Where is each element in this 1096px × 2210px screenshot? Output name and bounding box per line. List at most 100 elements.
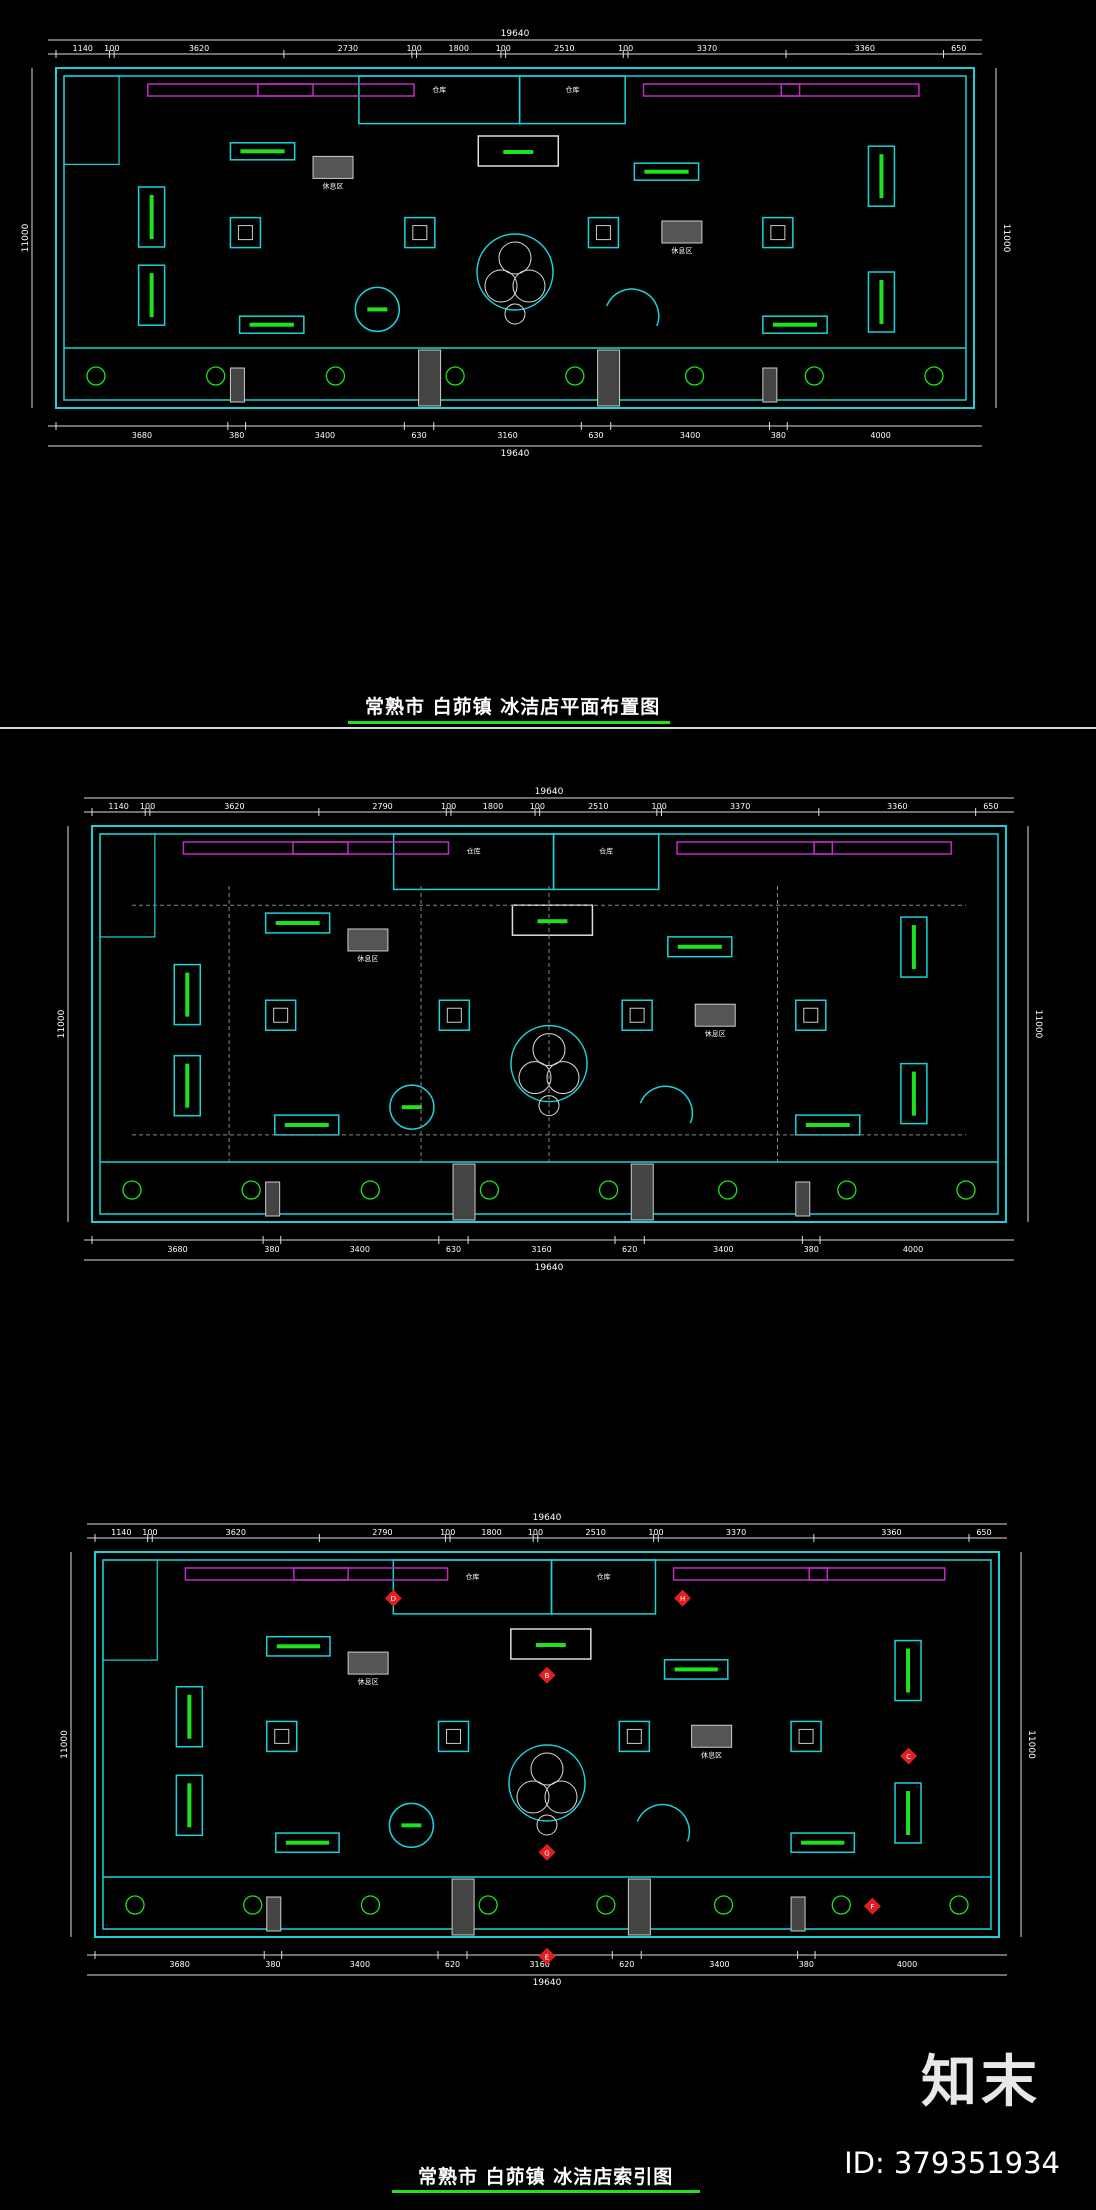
entrance-pillar <box>451 1878 475 1936</box>
index-marker-d <box>384 1589 402 1607</box>
display-table <box>266 1635 331 1657</box>
dim-bottom-value: 3160 <box>529 1960 549 1969</box>
display-table-top <box>249 322 294 327</box>
planter <box>596 1895 616 1915</box>
display-table <box>633 162 700 181</box>
dim-top-value: 100 <box>142 1528 157 1537</box>
square-pedestal <box>438 999 471 1031</box>
display-table <box>663 1659 729 1680</box>
display-table-top <box>275 921 320 926</box>
wall-display-rack <box>808 1567 946 1581</box>
dim-bottom-value: 380 <box>799 1960 814 1969</box>
plan-title-1-underline <box>348 721 670 724</box>
dim-bottom-total: 19640 <box>501 449 530 459</box>
watermark-id: ID: 379351934 <box>844 2146 1060 2180</box>
vertical-rack-bar <box>185 972 190 1017</box>
index-marker-label: C <box>906 1753 911 1761</box>
rest-area <box>347 1651 389 1675</box>
vertical-rack-bar <box>911 925 916 970</box>
wall-display-rack <box>642 83 801 97</box>
rest-area <box>347 928 389 952</box>
dim-bottom-value: 380 <box>264 1245 279 1254</box>
planter <box>478 1895 498 1915</box>
square-pedestal-inner <box>626 1728 642 1744</box>
vertical-rack <box>894 1782 922 1844</box>
vertical-rack-bar <box>187 1694 192 1739</box>
square-pedestal-inner <box>273 1007 289 1023</box>
display-table-top <box>644 169 689 174</box>
storefront-post <box>266 1896 282 1932</box>
dim-top-value: 2790 <box>372 1528 392 1537</box>
square-pedestal <box>621 999 653 1031</box>
dim-bottom-value: 3400 <box>709 1960 729 1969</box>
square-pedestal <box>795 999 827 1031</box>
dim-bottom-value: 620 <box>619 1960 634 1969</box>
dim-left-total: 11000 <box>57 1009 67 1038</box>
inner-wall <box>63 75 967 401</box>
central-seat <box>546 1061 580 1095</box>
square-pedestal-inner <box>798 1728 814 1744</box>
dim-top-value: 3620 <box>224 802 244 811</box>
arc-display <box>606 288 660 327</box>
inner-wall <box>99 833 999 1215</box>
planter <box>241 1180 261 1200</box>
display-table <box>264 912 331 934</box>
fitting-room <box>63 75 120 166</box>
rest-area-2 <box>694 1003 736 1027</box>
wall-display-rack <box>813 841 952 855</box>
square-pedestal-inner <box>803 1007 819 1023</box>
vertical-rack <box>900 916 928 978</box>
central-pouf <box>538 1095 560 1117</box>
dim-bottom-total: 19640 <box>533 1978 562 1988</box>
storefront-post <box>790 1896 806 1932</box>
vertical-rack-bar <box>879 154 884 199</box>
rest-area <box>312 155 354 179</box>
storage-room-left-label: 仓库 <box>432 85 446 94</box>
vertical-rack-bar <box>149 273 154 318</box>
dim-top-value: 2790 <box>372 802 392 811</box>
dim-top-value: 3370 <box>730 802 750 811</box>
wall-display-rack <box>292 841 450 855</box>
dim-top-value: 100 <box>530 802 545 811</box>
outer-wall <box>91 825 1007 1223</box>
storage-room-left-label: 仓库 <box>465 1572 479 1581</box>
square-pedestal <box>404 216 436 249</box>
square-pedestal <box>587 216 620 249</box>
rest-area-2-label: 休息区 <box>671 246 692 255</box>
index-marker-label: H <box>680 1595 685 1603</box>
wall-display-rack <box>672 1567 828 1581</box>
central-pouf <box>504 303 526 325</box>
rest-area-2-label: 休息区 <box>705 1029 726 1038</box>
index-marker-b <box>538 1666 556 1684</box>
planter <box>125 1895 145 1915</box>
vertical-rack-bar <box>187 1783 192 1828</box>
square-pedestal <box>762 216 794 249</box>
watermark-logo: 知末 <box>921 2050 1041 2115</box>
central-seat <box>498 241 532 275</box>
round-table <box>388 1802 435 1849</box>
dim-bottom-value: 3400 <box>680 431 700 440</box>
index-marker-f <box>863 1897 881 1915</box>
square-pedestal <box>437 1720 470 1753</box>
vertical-rack <box>867 145 896 207</box>
square-pedestal <box>790 1720 822 1753</box>
central-pouf <box>536 1814 558 1836</box>
display-table-top <box>805 1122 850 1127</box>
dim-top-value: 1140 <box>108 802 128 811</box>
central-seat <box>518 1061 552 1095</box>
dim-top-value: 650 <box>951 44 966 53</box>
vertical-rack-bar <box>185 1063 190 1108</box>
square-pedestal-inner <box>274 1728 290 1744</box>
dim-bottom-value: 3680 <box>169 1960 189 1969</box>
entrance-pillar <box>630 1163 654 1221</box>
dim-top-value: 2510 <box>588 802 608 811</box>
planter <box>325 366 346 386</box>
index-marker-label: F <box>870 1903 874 1911</box>
planter <box>837 1180 857 1200</box>
dim-bottom-value: 3400 <box>713 1245 733 1254</box>
dim-top-total: 19640 <box>501 29 530 39</box>
square-pedestal-inner <box>237 225 253 241</box>
